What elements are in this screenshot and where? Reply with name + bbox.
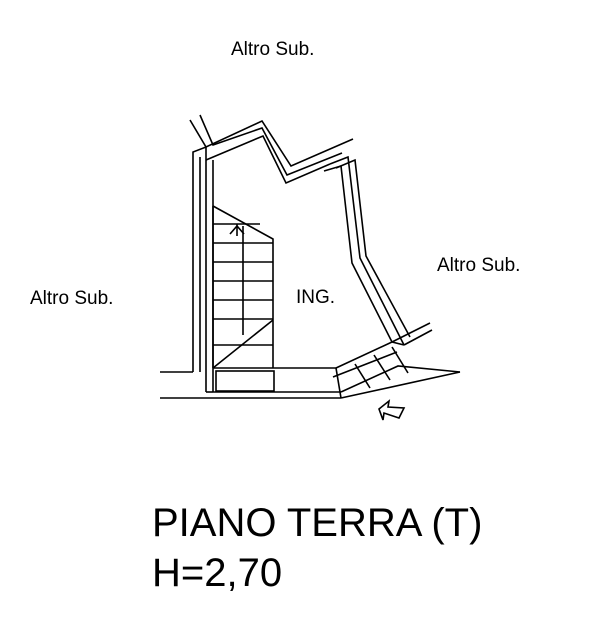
entrance-label: ING. [296,287,336,308]
entrance-threshold [332,341,461,399]
staircase [212,205,275,392]
left-wall [192,145,214,392]
right-wall-stub [391,322,433,346]
bottom-wall [160,367,341,399]
neighbor-label-left: Altro Sub. [30,288,114,309]
neighbor-label-right: Altro Sub. [437,255,521,276]
right-wall [323,155,411,346]
stair-up-arrow-icon [229,224,245,236]
entrance-arrow-icon [378,399,406,421]
floor-title: PIANO TERRA (T) [152,501,483,545]
ceiling-height: H=2,70 [152,551,283,595]
neighbor-label-top: Altro Sub. [231,39,315,60]
top-wall [189,114,354,185]
